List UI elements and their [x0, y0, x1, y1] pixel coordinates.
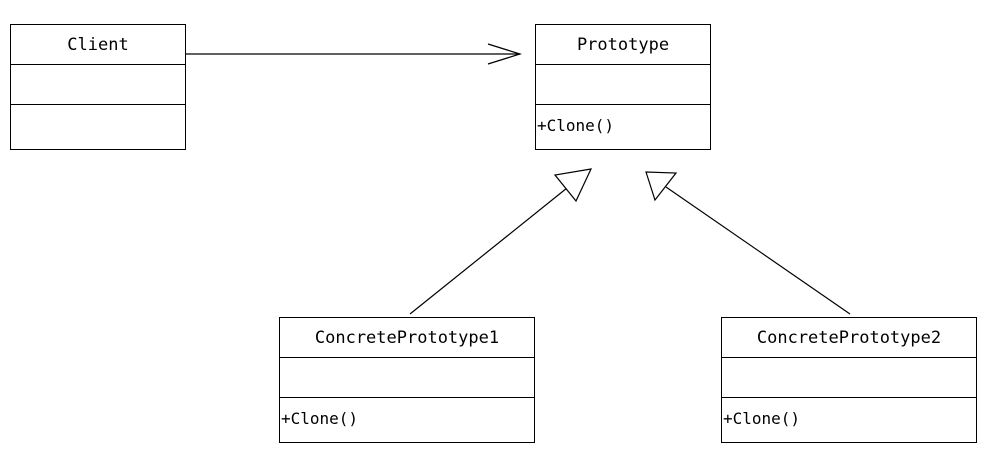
concrete-prototype1-clone-operation: +Clone()	[281, 408, 359, 428]
client-class[interactable]: Client	[10, 24, 186, 150]
generalization-line-2	[665, 186, 851, 315]
generalization-line-1	[409, 187, 568, 315]
generalization-arrowhead-1	[553, 168, 593, 203]
concrete-prototype2-attributes	[722, 358, 976, 398]
client-class-name: Client	[11, 25, 185, 65]
concrete-prototype1-class-name: ConcretePrototype1	[280, 318, 534, 358]
prototype-clone-operation: +Clone()	[537, 115, 615, 135]
association-arrowhead	[487, 43, 523, 65]
client-operations	[11, 105, 185, 145]
concrete-prototype2-class[interactable]: ConcretePrototype2 +Clone()	[721, 317, 977, 443]
generalization-arrowhead-2	[645, 171, 678, 202]
concrete-prototype1-class[interactable]: ConcretePrototype1 +Clone()	[279, 317, 535, 443]
concrete-prototype2-clone-operation: +Clone()	[723, 408, 801, 428]
concrete-prototype2-class-name: ConcretePrototype2	[722, 318, 976, 358]
prototype-attributes	[536, 65, 710, 105]
prototype-class[interactable]: Prototype +Clone()	[535, 24, 711, 150]
client-attributes	[11, 65, 185, 105]
prototype-class-name: Prototype	[536, 25, 710, 65]
concrete-prototype1-attributes	[280, 358, 534, 398]
